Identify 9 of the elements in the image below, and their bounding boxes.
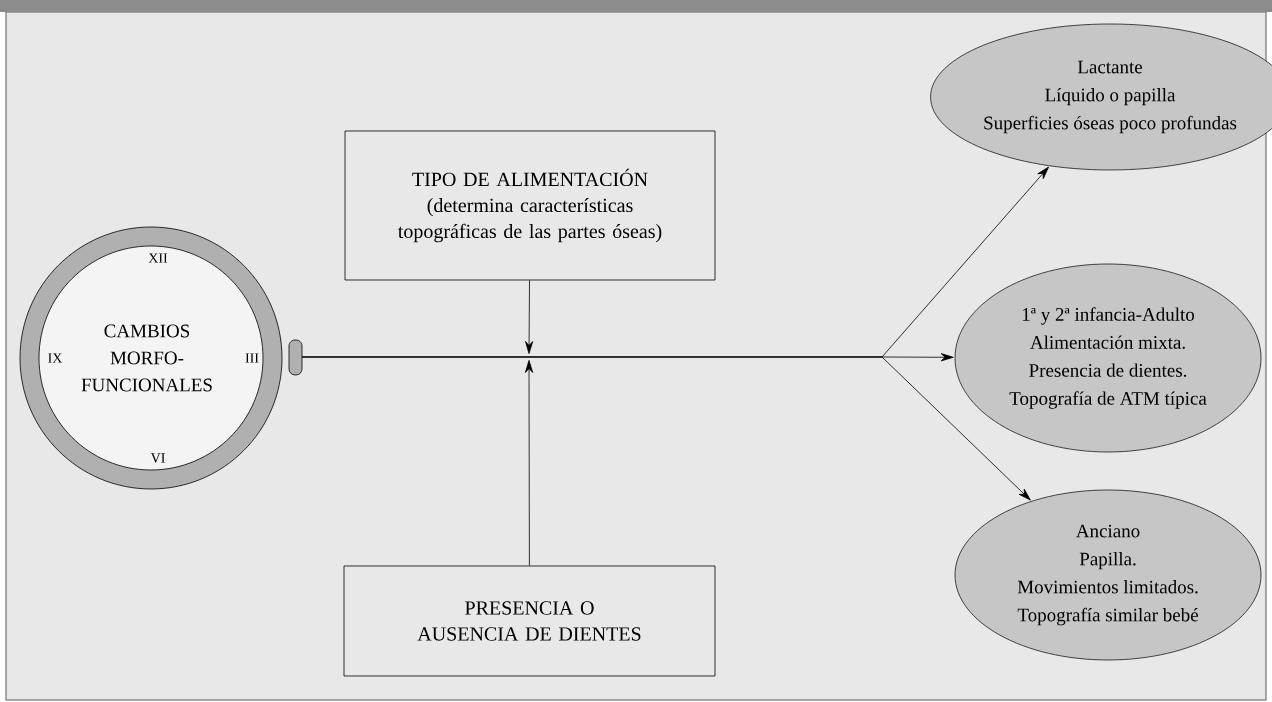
arrow (525, 280, 534, 354)
clock-numeral: IX (48, 353, 63, 363)
text-box: PRESENCIA O AUSENCIA DE DIENTES (343, 565, 716, 677)
clock-numeral: III (245, 353, 259, 363)
arrow (525, 360, 534, 566)
arrow (301, 356, 1031, 501)
clock-numeral: VI (150, 453, 165, 463)
clock-numeral: XII (148, 253, 168, 263)
text-box: TIPO DE ALIMENTACIÓN (determina características topográficas de las partes óseas) (344, 130, 716, 281)
